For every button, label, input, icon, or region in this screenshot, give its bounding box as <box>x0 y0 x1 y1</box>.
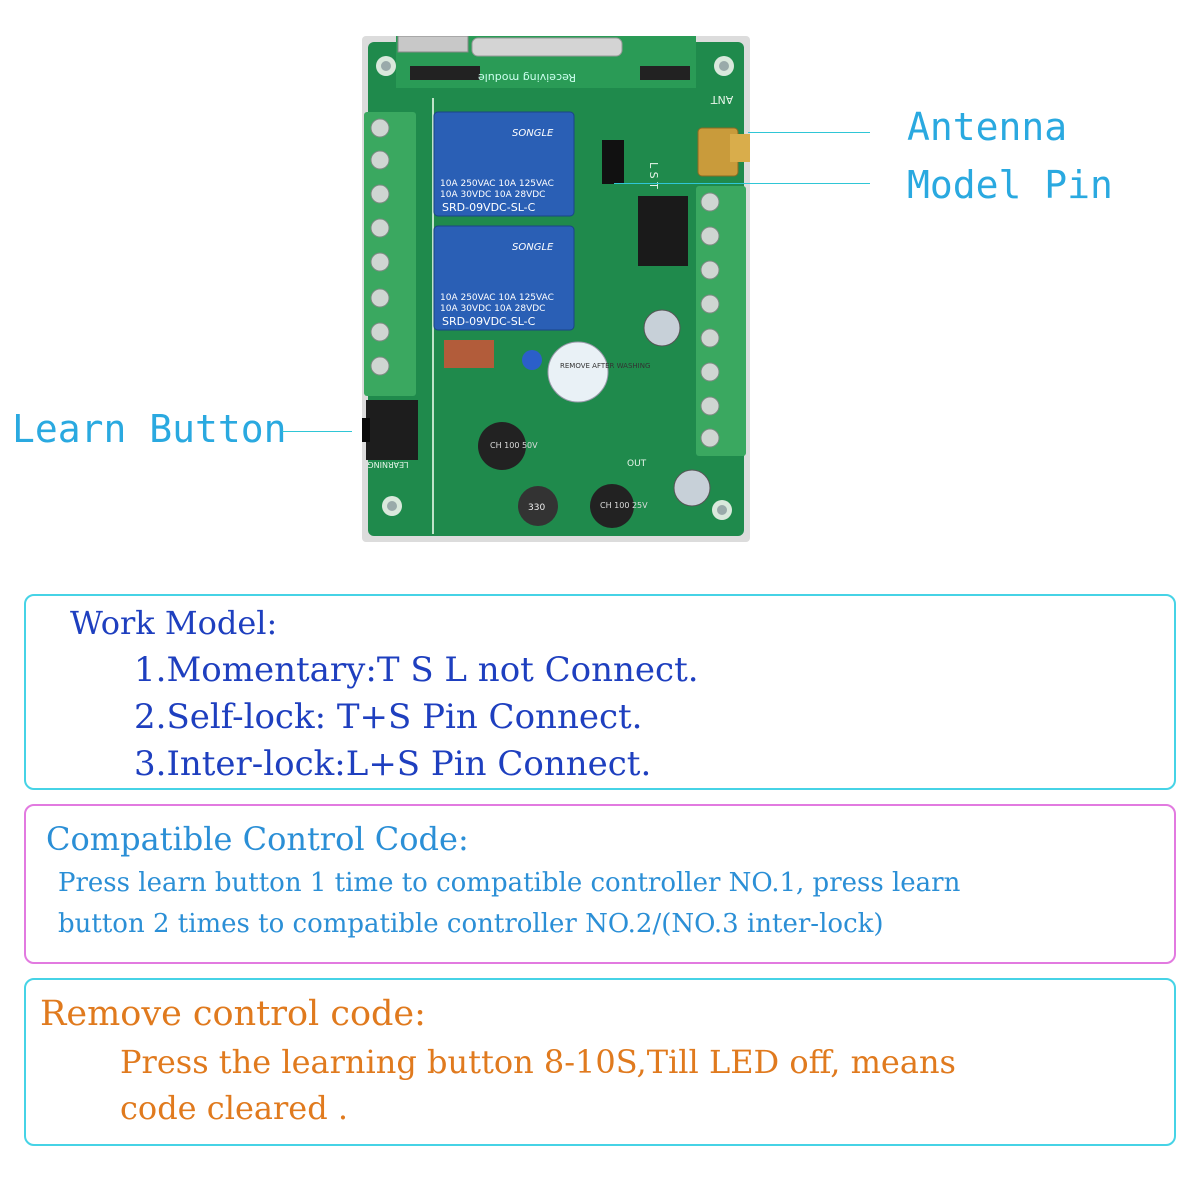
work-model-line-2: 2.Self-lock: T+S Pin Connect. <box>134 697 643 737</box>
svg-text:330: 330 <box>528 503 545 513</box>
svg-text:REMOVE AFTER WASHING: REMOVE AFTER WASHING <box>560 362 650 370</box>
svg-text:SRD-09VDC-SL-C: SRD-09VDC-SL-C <box>442 315 536 328</box>
pin-labels: L S T <box>647 162 660 189</box>
svg-text:10A 30VDC 10A 28VDC: 10A 30VDC 10A 28VDC <box>440 304 545 314</box>
work-model-line-1: 1.Momentary:T S L not Connect. <box>134 650 699 690</box>
svg-text:CH 100 25V: CH 100 25V <box>600 501 648 510</box>
compatible-code-line-1: Press learn button 1 time to compatible … <box>58 868 961 898</box>
remove-code-panel: Remove control code: Press the learning … <box>24 978 1176 1146</box>
svg-text:10A 250VAC 10A 125VAC: 10A 250VAC 10A 125VAC <box>440 293 554 303</box>
compatible-code-line-2: button 2 times to compatible controller … <box>58 909 884 939</box>
module-label: Receiving module <box>478 71 576 84</box>
relay-1: SONGLE 10A 250VAC 10A 125VAC 10A 30VDC 1… <box>433 111 575 217</box>
svg-text:10A 250VAC 10A 125VAC: 10A 250VAC 10A 125VAC <box>440 179 554 189</box>
antenna-callout: Antenna <box>907 105 1068 149</box>
learn-button-component: LEARNING <box>362 400 418 469</box>
svg-text:CH 100 50V: CH 100 50V <box>490 441 538 450</box>
antenna-leader-line <box>748 132 870 133</box>
remove-code-title: Remove control code: <box>40 994 426 1034</box>
work-model-panel: Work Model: 1.Momentary:T S L not Connec… <box>24 594 1176 790</box>
ant-label: ANT <box>710 93 733 106</box>
svg-text:SRD-09VDC-SL-C: SRD-09VDC-SL-C <box>442 201 536 214</box>
svg-text:10A 30VDC 10A 28VDC: 10A 30VDC 10A 28VDC <box>440 190 545 200</box>
svg-text:SONGLE: SONGLE <box>512 128 554 139</box>
relay-receiver-board: Receiving module ANT SONGLE 10A 250VAC 1… <box>362 36 750 542</box>
work-model-line-3: 3.Inter-lock:L+S Pin Connect. <box>134 744 652 784</box>
svg-text:OUT: OUT <box>627 459 647 469</box>
antenna-connector <box>697 127 750 177</box>
learn-button-callout: Learn Button <box>12 407 287 451</box>
model-pin-leader-line <box>614 183 870 184</box>
svg-text:LEARNING: LEARNING <box>367 460 408 469</box>
learn-button-leader-line <box>282 431 352 432</box>
model-pin-callout: Model Pin <box>907 163 1113 207</box>
relay-2: SONGLE 10A 250VAC 10A 125VAC 10A 30VDC 1… <box>433 225 575 331</box>
work-model-title: Work Model: <box>70 604 278 642</box>
compatible-code-title: Compatible Control Code: <box>46 820 469 858</box>
compatible-code-panel: Compatible Control Code: Press learn but… <box>24 804 1176 964</box>
remove-code-line-1: Press the learning button 8-10S,Till LED… <box>120 1043 956 1081</box>
svg-text:SONGLE: SONGLE <box>512 242 554 253</box>
remove-code-line-2: code cleared . <box>120 1089 349 1127</box>
